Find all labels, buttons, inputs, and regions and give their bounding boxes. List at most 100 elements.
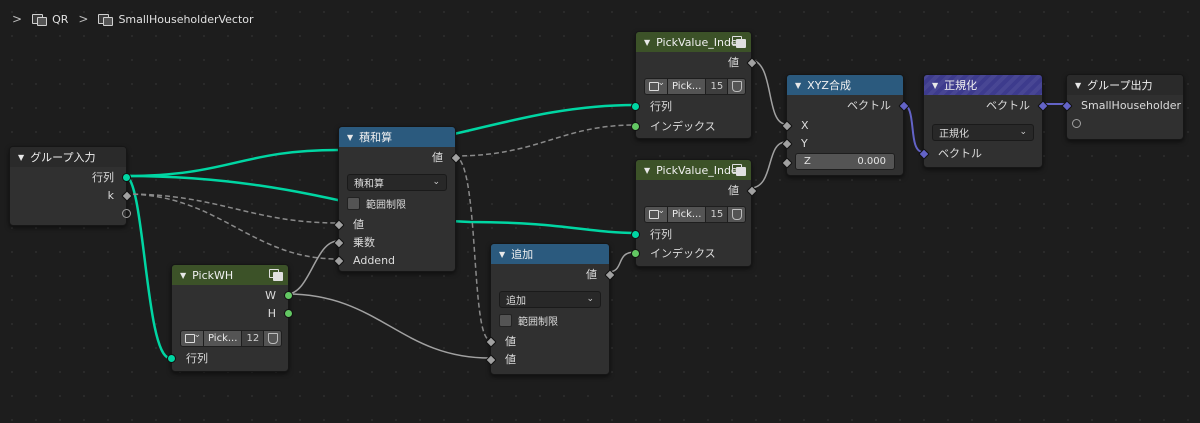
node-tree-icon[interactable] (644, 78, 668, 95)
output-socket-row: H (172, 304, 288, 322)
socket-label: 値 (728, 56, 739, 69)
node-group-icon (732, 36, 746, 48)
socket-label: 行列 (92, 171, 114, 184)
int-socket[interactable] (631, 122, 640, 131)
input-socket-row: 行列 (636, 225, 751, 243)
collapse-arrow-icon[interactable]: ▼ (1075, 80, 1082, 90)
collapse-arrow-icon[interactable]: ▼ (18, 152, 25, 162)
matrix-socket[interactable] (122, 173, 131, 182)
checkbox-box[interactable] (499, 314, 512, 327)
output-socket-row: k (10, 186, 126, 204)
output-socket-row: 行列 (10, 168, 126, 186)
output-socket-row: ベクトル (924, 96, 1042, 114)
add-node[interactable]: ▼追加 値 追加⌄ 範囲制限 値 値 (485, 243, 616, 375)
node-tree-icon[interactable] (180, 330, 204, 347)
fake-user-button[interactable] (728, 206, 747, 223)
socket-label: Addend (353, 253, 396, 267)
node-tree-icon[interactable] (644, 206, 668, 223)
socket-label: 値 (505, 353, 516, 366)
node-header[interactable]: ▼PickValue_Index (636, 160, 751, 180)
matrix-socket[interactable] (631, 102, 640, 111)
node-header[interactable]: ▼ 積和算 (339, 127, 455, 147)
operation-dropdown[interactable]: 正規化⌄ (932, 124, 1034, 141)
input-socket-row: インデックス (636, 117, 751, 135)
pick-value-index-node[interactable]: ▼ PickValue_Index 値 Pick... 15 行列 インデックス (631, 31, 758, 139)
collapse-arrow-icon[interactable]: ▼ (347, 132, 354, 142)
node-group-picker[interactable]: Pick... 15 (644, 78, 747, 95)
int-socket[interactable] (284, 291, 293, 300)
picker-name[interactable]: Pick... (668, 206, 707, 223)
socket-label: H (267, 306, 276, 320)
user-count[interactable]: 15 (706, 78, 729, 95)
node-header[interactable]: ▼グループ入力 (10, 147, 126, 167)
node-header[interactable]: ▼XYZ合成 (787, 75, 903, 95)
matrix-socket[interactable] (631, 230, 640, 239)
input-socket-row: 値 (491, 350, 609, 368)
empty-socket[interactable] (1072, 119, 1081, 128)
breadcrumb-item-current[interactable]: SmallHouseholderVector (118, 12, 254, 26)
socket-label: 行列 (186, 352, 208, 365)
picker-name[interactable]: Pick... (668, 78, 707, 95)
input-socket-row: Y (787, 134, 903, 152)
node-header[interactable]: ▼ 正規化 (924, 75, 1042, 95)
collapse-arrow-icon[interactable]: ▼ (932, 80, 939, 90)
output-socket-row: 値 (339, 148, 455, 166)
chevron-right-icon[interactable]: > (12, 12, 23, 26)
user-count[interactable]: 12 (242, 330, 265, 347)
node-header[interactable]: ▼ グループ出力 (1067, 75, 1183, 95)
node-group-picker[interactable]: Pick... 12 (180, 330, 283, 347)
collapse-arrow-icon[interactable]: ▼ (499, 249, 506, 259)
multiply-add-node[interactable]: ▼積和算 値 積和算⌄ 範囲制限 値 乗数 Addend (333, 126, 462, 272)
group-input-node[interactable]: ▼グループ入力 行列 k (9, 146, 133, 226)
operation-dropdown[interactable]: 追加⌄ (499, 291, 601, 308)
node-title: グループ出力 (1087, 79, 1153, 92)
input-socket-row: 行列 (636, 97, 751, 115)
fake-user-button[interactable] (264, 330, 283, 347)
socket-label: 値 (505, 335, 516, 348)
socket-label: インデックス (650, 120, 716, 133)
output-socket-row: 値 (636, 53, 751, 71)
socket-label: X (801, 118, 809, 132)
empty-socket[interactable] (122, 209, 131, 218)
collapse-arrow-icon[interactable]: ▼ (795, 80, 802, 90)
int-socket[interactable] (631, 249, 640, 258)
clamp-checkbox[interactable]: 範囲制限 (499, 313, 558, 328)
socket-label: 行列 (650, 228, 672, 241)
clamp-checkbox[interactable]: 範囲制限 (347, 196, 406, 211)
node-title: 積和算 (359, 131, 393, 144)
node-header[interactable]: ▼追加 (491, 244, 609, 264)
node-header[interactable]: ▼ PickValue_Index (636, 32, 751, 52)
user-count[interactable]: 15 (706, 206, 729, 223)
socket-label: 値 (728, 184, 739, 197)
breadcrumb: > QR > SmallHouseholderVector (8, 12, 254, 26)
int-socket[interactable] (284, 309, 293, 318)
dropdown-value: 積和算 (354, 179, 384, 190)
collapse-arrow-icon[interactable]: ▼ (180, 270, 187, 280)
input-socket-row: X (787, 116, 903, 134)
matrix-socket[interactable] (167, 354, 176, 363)
pick-value-index-node[interactable]: ▼PickValue_Index 値 Pick... 15 行列 インデックス (631, 159, 758, 267)
picker-name[interactable]: Pick... (204, 330, 243, 347)
node-group-picker[interactable]: Pick... 15 (644, 206, 747, 223)
input-socket-row: 乗数 (339, 233, 455, 251)
input-socket-row: SmallHouseholder (1067, 96, 1183, 114)
node-title: PickValue_Index (656, 35, 745, 49)
normalize-node[interactable]: ▼ 正規化 ベクトル 正規化⌄ ベクトル (918, 74, 1049, 168)
operation-dropdown[interactable]: 積和算⌄ (347, 174, 447, 191)
output-socket-row: W (172, 286, 288, 304)
checkbox-label: 範囲制限 (518, 317, 558, 328)
checkbox-box[interactable] (347, 197, 360, 210)
pickwh-node[interactable]: ▼PickWH W H Pick... 12 行列 (167, 264, 293, 372)
input-socket-row: 値 (491, 332, 609, 350)
node-title: 正規化 (944, 79, 978, 92)
socket-label: ベクトル (986, 99, 1030, 112)
group-output-node[interactable]: ▼ グループ出力 SmallHouseholder (1061, 74, 1184, 140)
socket-label: ベクトル (938, 147, 982, 160)
fake-user-button[interactable] (728, 78, 747, 95)
breadcrumb-item-qr[interactable]: QR (52, 12, 69, 26)
collapse-arrow-icon[interactable]: ▼ (644, 165, 651, 175)
collapse-arrow-icon[interactable]: ▼ (644, 37, 651, 47)
node-header[interactable]: ▼PickWH (172, 265, 288, 285)
